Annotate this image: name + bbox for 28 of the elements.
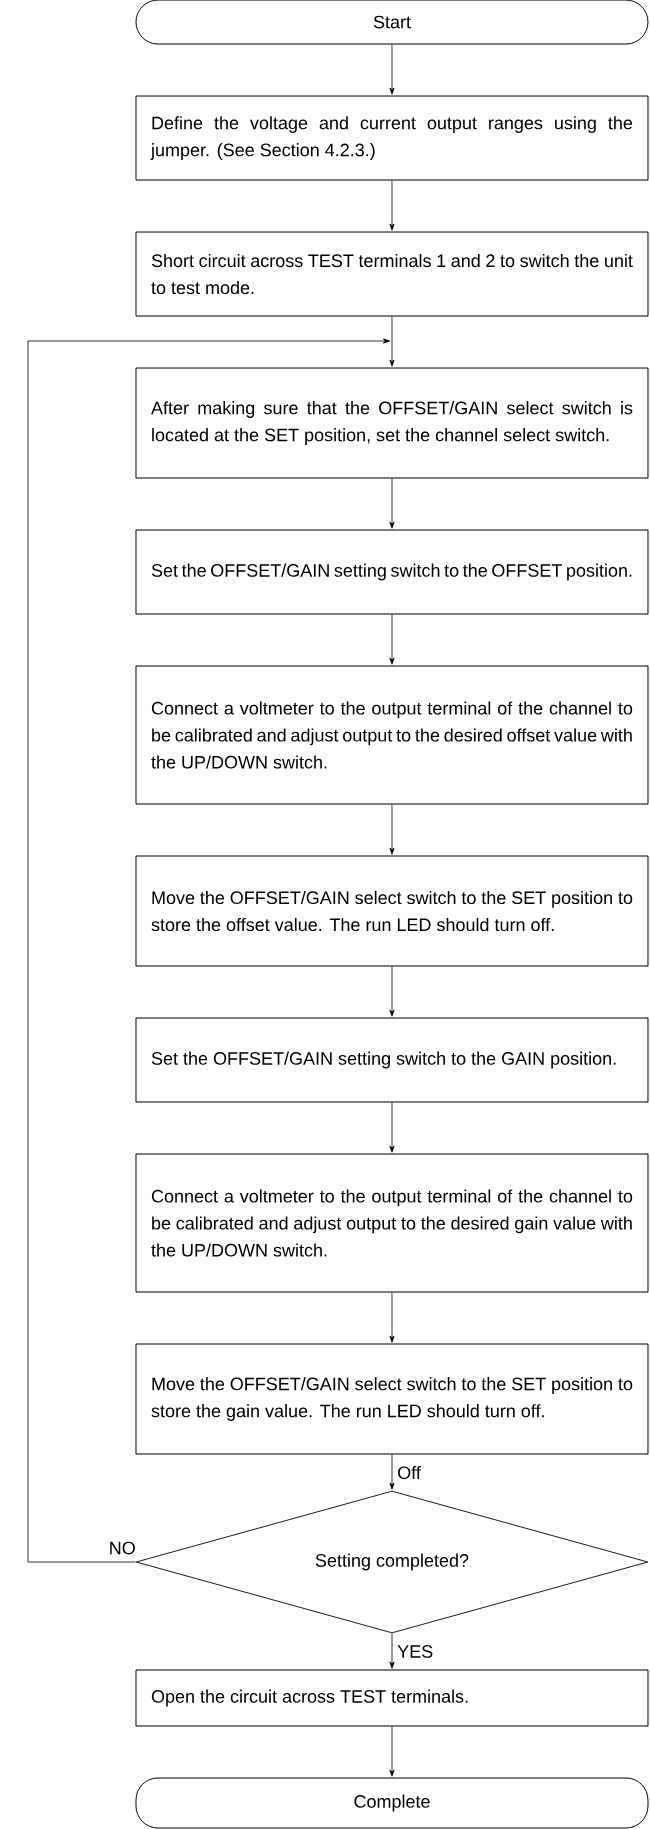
arrow: [389, 1633, 395, 1669]
edge-label: NO: [107, 1540, 137, 1556]
process-box: Move the OFFSET/GAIN select switch to the SET position to store the gain value. The run LED should turn off.: [135, 1343, 649, 1455]
process-box: Connect a voltmeter to the output terminal of the channel to be calibrated and adjust output to the desired gain value with the UP/DOWN switch.: [135, 1153, 649, 1293]
edge-label: YES: [396, 1644, 435, 1659]
arrow: [389, 1454, 395, 1490]
arrow: [389, 804, 395, 855]
arrow: [389, 1292, 395, 1343]
process-box: Connect a voltmeter to the output terminal of the channel to be calibrated and adjust output to the desired offset value with the UP/DOWN switch.: [135, 665, 649, 805]
process-box: Set the OFFSET/GAIN setting switch to the OFFSET position.: [135, 529, 649, 615]
arrow: [389, 966, 395, 1017]
process-box: Define the voltage and current output ranges using the jumper. (See Section 4.2.3.): [135, 95, 649, 181]
process-box: Open the circuit across TEST terminals.: [135, 1669, 649, 1727]
arrow: [389, 614, 395, 665]
arrow: [389, 478, 395, 529]
arrow: [389, 44, 395, 95]
arrow: [27, 338, 391, 1563]
arrow: [389, 1102, 395, 1153]
process-box: Short circuit across TEST terminals 1 and 2 to switch the unit to test mode.: [135, 231, 649, 317]
edge-label: Off: [396, 1464, 422, 1481]
arrow: [389, 180, 395, 231]
process-box: After making sure that the OFFSET/GAIN select switch is located at the SET position, set the channel select switch.: [135, 367, 649, 479]
terminal-box: Start: [135, 0, 649, 45]
process-box: Set the OFFSET/GAIN setting switch to the GAIN position.: [135, 1017, 649, 1103]
arrow: [389, 316, 395, 367]
process-box: Move the OFFSET/GAIN select switch to the SET position to store the offset value. The run LED should turn off.: [135, 855, 649, 967]
terminal-box: Complete: [135, 1777, 649, 1829]
arrow: [389, 1726, 395, 1777]
